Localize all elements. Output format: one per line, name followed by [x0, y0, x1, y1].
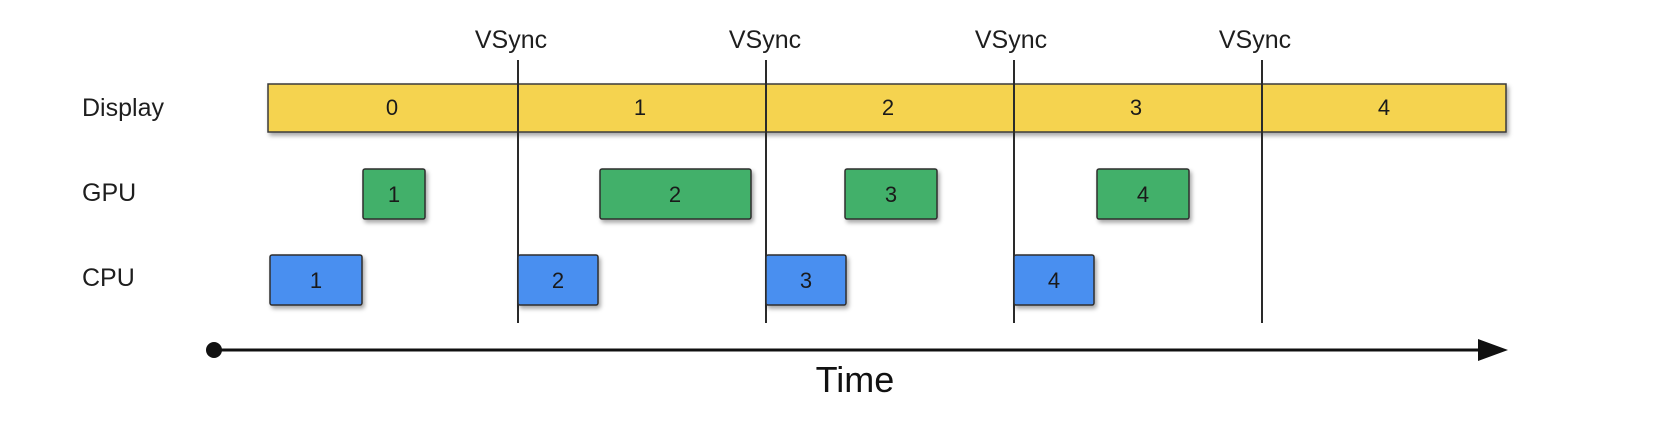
time-axis-arrowhead — [1478, 339, 1508, 361]
display-frame-0: 0 — [386, 95, 398, 120]
display-frame-2: 2 — [882, 95, 894, 120]
cpu-block-1 — [269, 254, 363, 306]
cpu-block-4 — [1013, 254, 1095, 306]
gpu-blocks — [362, 168, 1190, 220]
display-bar — [267, 83, 1507, 133]
vsync-label-1: VSync — [475, 26, 547, 54]
cpu-frame-2: 2 — [552, 268, 564, 293]
gpu-block-1 — [362, 168, 426, 220]
display-frame-4: 4 — [1378, 95, 1390, 120]
display-frame-3: 3 — [1130, 95, 1142, 120]
cpu-frame-3: 3 — [800, 268, 812, 293]
display-frame-1: 1 — [634, 95, 646, 120]
display-bar-rect — [267, 83, 1507, 133]
vsync-label-4: VSync — [1219, 26, 1291, 54]
vsync-label-2: VSync — [729, 26, 801, 54]
gpu-block-4 — [1096, 168, 1190, 220]
time-axis-label: Time — [816, 359, 895, 400]
row-label-gpu: GPU — [82, 179, 136, 207]
cpu-block-2 — [517, 254, 599, 306]
cpu-frame-4: 4 — [1048, 268, 1060, 293]
gpu-frame-2: 2 — [669, 182, 681, 207]
gpu-frame-3: 3 — [885, 182, 897, 207]
vsync-label-3: VSync — [975, 26, 1047, 54]
cpu-frame-1: 1 — [310, 268, 322, 293]
gpu-frame-1: 1 — [388, 182, 400, 207]
time-axis — [206, 339, 1508, 361]
gpu-block-3 — [844, 168, 938, 220]
cpu-blocks — [269, 254, 1095, 306]
gpu-block-2 — [599, 168, 752, 220]
cpu-block-3 — [765, 254, 847, 306]
gpu-frame-4: 4 — [1137, 182, 1149, 207]
row-label-cpu: CPU — [82, 264, 135, 292]
row-label-display: Display — [82, 94, 164, 122]
